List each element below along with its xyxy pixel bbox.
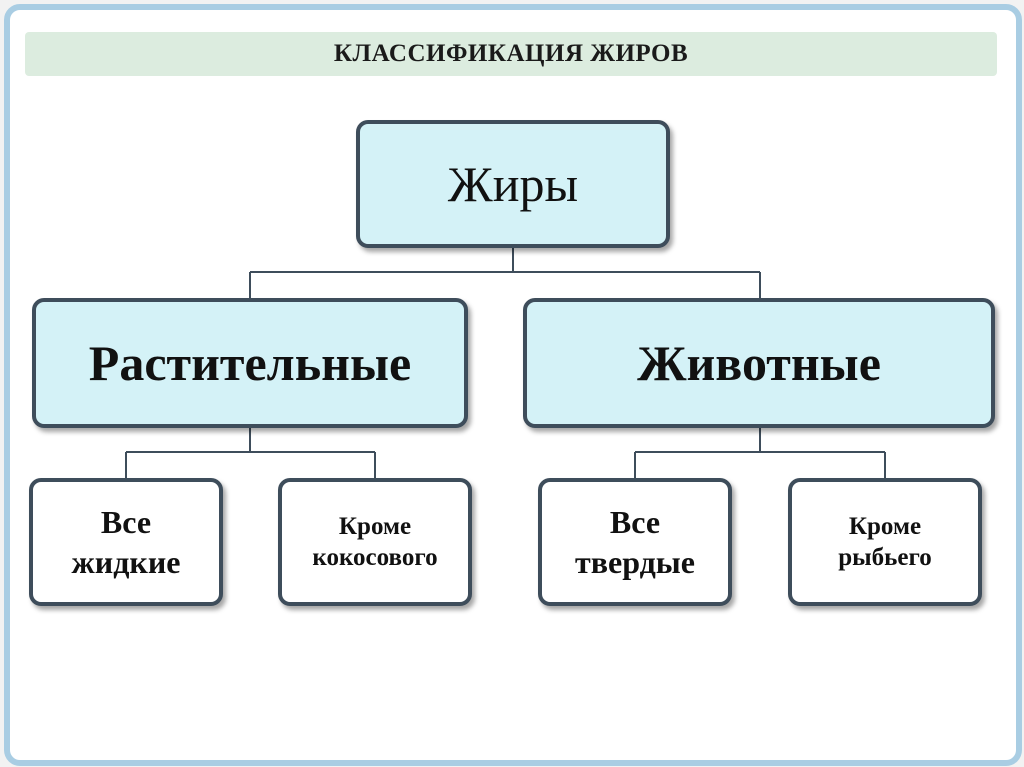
animal-leaf-1-label: Все твердые: [575, 504, 695, 580]
plant-leaf-all-liquid: Все жидкие: [29, 478, 223, 606]
animal-leaf-all-solid: Все твердые: [538, 478, 732, 606]
animal-leaf-except-fish: Кроме рыбьего: [788, 478, 982, 606]
animal-leaf-2-label: Кроме рыбьего: [838, 512, 932, 571]
plant-leaf-2-label: Кроме кокосового: [312, 512, 438, 571]
plant-leaf-except-coconut: Кроме кокосового: [278, 478, 472, 606]
plant-leaf-1-label: Все жидкие: [71, 504, 181, 580]
slide-title: КЛАССИФИКАЦИЯ ЖИРОВ: [25, 32, 997, 76]
plant-label: Растительные: [88, 335, 412, 391]
animal-label: Животные: [637, 335, 881, 391]
root-label: Жиры: [447, 156, 579, 212]
animal-node: Животные: [523, 298, 995, 428]
plant-node: Растительные: [32, 298, 468, 428]
root-node: Жиры: [356, 120, 670, 248]
